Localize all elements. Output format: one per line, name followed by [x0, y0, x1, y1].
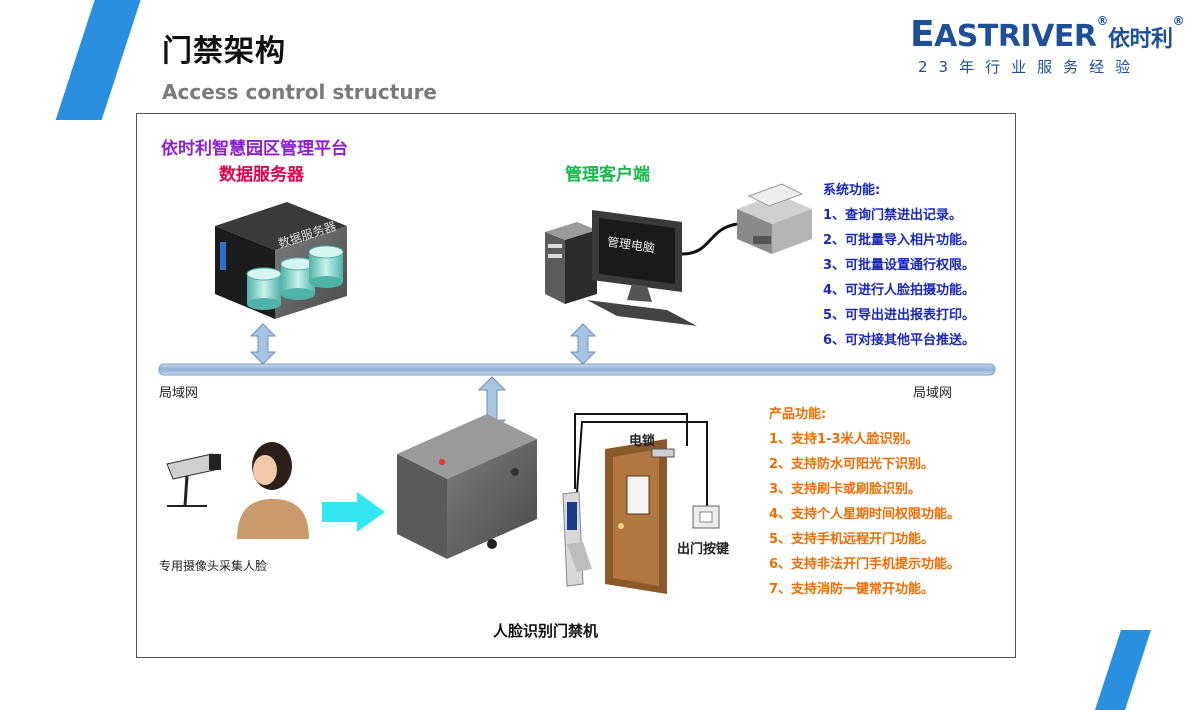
list-item: 1、支持1-3米人脸识别。 [769, 432, 919, 447]
page-title: 门禁架构 [162, 34, 286, 69]
database-cylinders-icon [246, 245, 344, 310]
person-photo-icon [237, 442, 309, 539]
product-functions-heading: 产品功能: [769, 407, 827, 422]
monitor-icon [587, 210, 697, 326]
camera-icon [166, 453, 221, 507]
list-item: 2、支持防水可阳光下识别。 [769, 457, 935, 472]
client-title: 管理客户端 [565, 165, 650, 185]
client-lan-arrow-icon [569, 323, 597, 365]
flow-arrow-icon [322, 492, 385, 532]
pc-tower-icon [545, 222, 597, 304]
list-item: 5、支持手机远程开门功能。 [769, 532, 935, 547]
brand-tagline: 23年行业服务经验 [918, 58, 1142, 76]
list-item: 7、支持消防一键常开功能。 [769, 582, 935, 597]
list-item: 3、支持刷卡或刷脸识别。 [769, 482, 922, 497]
platform-title: 依时利智慧园区管理平台 [161, 139, 348, 159]
lock-wiring [574, 413, 688, 489]
exit-button-label: 出门按键 [677, 542, 730, 557]
camera-caption: 专用摄像头采集人脸 [159, 559, 268, 573]
device-caption: 人脸识别门禁机 [493, 622, 599, 640]
exit-button-icon [692, 505, 720, 529]
accent-stripe-bottom [1095, 630, 1151, 710]
brand-name: EASTRIVER®依时利® [910, 14, 1184, 55]
access-controller-icon [397, 414, 537, 559]
lan-bar [158, 363, 996, 376]
lan-label-left: 局域网 [159, 386, 199, 401]
product-functions-list: 产品功能: 1、支持1-3米人脸识别。 2、支持防水可阳光下识别。 3、支持刷卡… [769, 402, 960, 602]
diagram-graphics [158, 183, 996, 594]
printer-cable [681, 222, 738, 256]
list-item: 1、查询门禁进出记录。 [823, 208, 963, 223]
list-item: 5、可导出进出报表打印。 [823, 308, 976, 323]
list-item: 3、可批量设置通行权限。 [823, 258, 976, 273]
server-title: 数据服务器 [219, 165, 304, 185]
page-subtitle: Access control structure [162, 80, 437, 104]
electric-lock-icon [651, 448, 675, 458]
list-item: 4、支持个人星期时间权限功能。 [769, 507, 961, 522]
server-lan-arrow-icon [249, 323, 277, 365]
accent-stripe-top [55, 0, 151, 120]
lock-label: 电锁 [629, 434, 656, 449]
list-item: 4、可进行人脸拍摄功能。 [823, 283, 976, 298]
door-icon [605, 439, 667, 594]
printer-icon [737, 183, 812, 254]
brand-logo: EASTRIVER®依时利® 23年行业服务经验 [910, 14, 1190, 78]
system-functions-heading: 系统功能: [823, 183, 881, 198]
list-item: 2、可批量导入相片功能。 [823, 233, 976, 248]
system-functions-list: 系统功能: 1、查询门禁进出记录。 2、可批量导入相片功能。 3、可批量设置通行… [823, 178, 975, 353]
list-item: 6、可对接其他平台推送。 [823, 333, 976, 348]
lan-label-right: 局域网 [913, 386, 953, 401]
button-wiring [576, 421, 708, 509]
diagram-frame: 依时利智慧园区管理平台 数据服务器 管理客户端 数据服务器 管理电脑 局域网 局… [136, 113, 1016, 658]
face-terminal-icon [562, 491, 592, 587]
list-item: 6、支持非法开门手机提示功能。 [769, 557, 961, 572]
